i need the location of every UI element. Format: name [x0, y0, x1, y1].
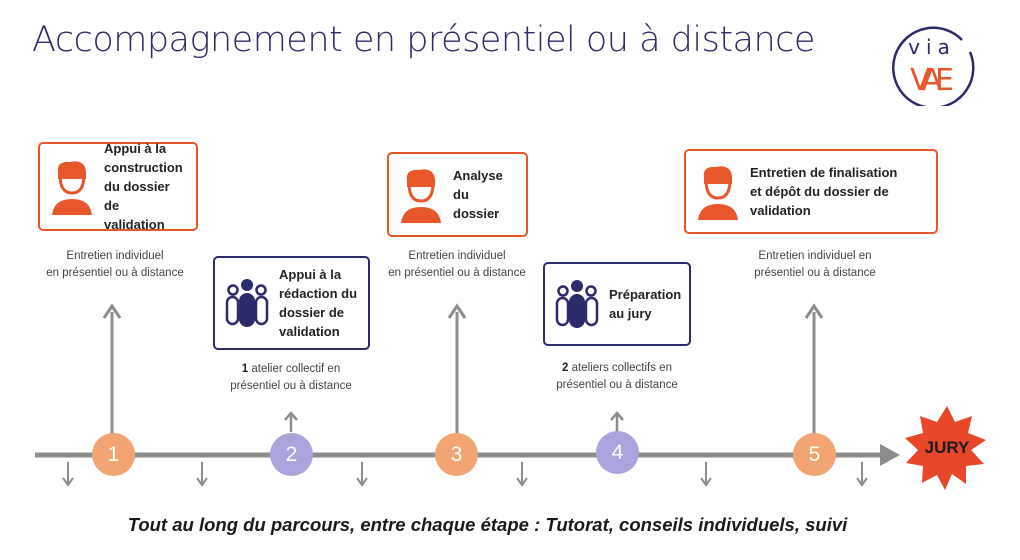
caption-text: ateliers collectifs en présentiel ou à d… [556, 362, 678, 391]
person-icon [698, 165, 738, 220]
step-circle-3: 3 [435, 433, 478, 476]
jury-label: JURY [924, 438, 970, 457]
jury-star-shape [905, 406, 986, 490]
step-circle-2: 2 [270, 433, 313, 476]
step-caption-3: Entretien individuel en présentiel ou à … [388, 250, 526, 279]
step-circle-4: 4 [596, 431, 639, 474]
group-icon [225, 279, 269, 327]
step-label: Appui à la construction du dossier de va… [104, 141, 183, 232]
svg-text:VAE: VAE [910, 63, 954, 98]
step-label: Appui à la rédaction du dossier de valid… [279, 267, 358, 339]
step-box-4: Préparation au jury [543, 262, 691, 346]
person-icon [52, 160, 92, 215]
caption-text: atelier collectif en présentiel ou à dis… [230, 363, 352, 392]
step-box-2: Appui à la rédaction du dossier de valid… [213, 256, 370, 350]
caption-count: 1 [241, 363, 249, 375]
step-label: Analyse du dossier [453, 168, 503, 221]
caption-count: 2 [562, 362, 569, 374]
logo: via VAE [888, 18, 976, 110]
step-label: Préparation au jury [609, 287, 682, 321]
step-caption-1: Entretien individuel en présentiel ou à … [46, 250, 184, 279]
step-circle-5: 5 [793, 433, 836, 476]
person-icon [401, 168, 441, 223]
svg-text:via: via [908, 35, 956, 59]
step-box-1: Appui à la construction du dossier de va… [38, 141, 198, 232]
step-box-3: Analyse du dossier [387, 152, 528, 237]
step-circle-1: 1 [92, 433, 135, 476]
step-caption-5: Entretien individuel en présentiel ou à … [754, 250, 876, 279]
step-caption-2: 1 atelier collectif en présentiel ou à d… [206, 361, 376, 395]
step-box-5: Entretien de finalisation et dépôt du do… [684, 149, 938, 234]
page-title: Accompagnement en présentiel ou à distan… [32, 20, 815, 60]
group-icon [555, 280, 599, 328]
footer-note: Tout au long du parcours, entre chaque é… [127, 514, 848, 535]
step-label: Entretien de finalisation et dépôt du do… [750, 165, 898, 218]
step-caption-4: 2 ateliers collectifs en présentiel ou à… [532, 360, 702, 394]
